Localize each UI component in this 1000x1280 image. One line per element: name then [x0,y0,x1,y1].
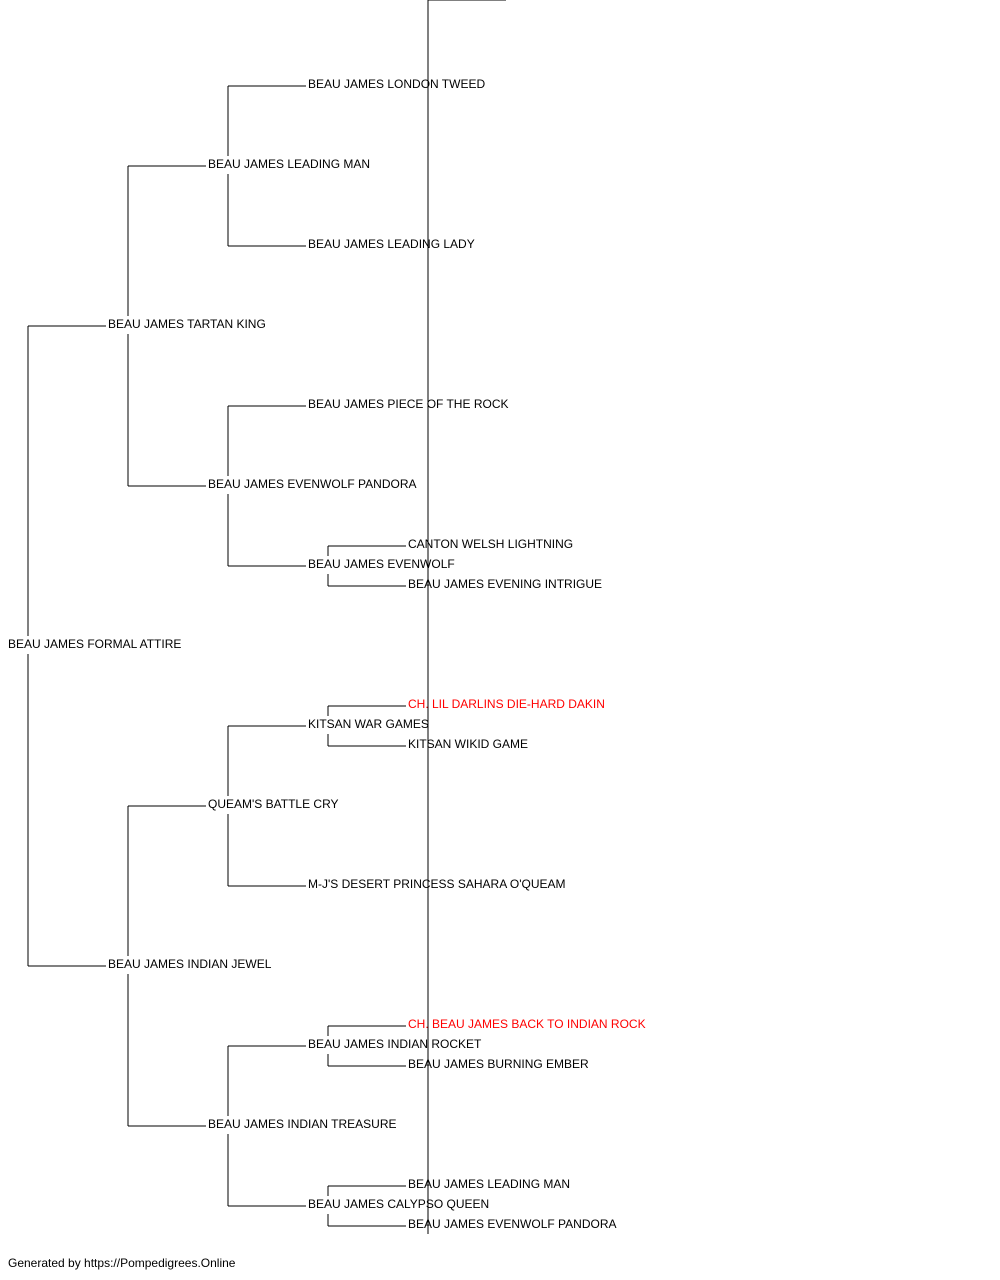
dog-name: BEAU JAMES TARTAN PIXIE [508,0,667,3]
dog-name: BEAU JAMES LEADING LADY [308,237,475,251]
dog-name: QUEAM'S BATTLE CRY [208,797,339,811]
dog-name: BEAU JAMES INDIAN JEWEL [108,957,272,971]
dog-name: VELVETOUCH GEM OF LIL DARLIN [508,0,706,3]
dog-name: CH. LIL DARLINS DIE-HARD DAKIN [408,697,605,711]
dog-name: VELVETOUCH SPARKLIN BLACK GEM [508,0,723,3]
dog-name: CANTON WELSH LIGHTNING [408,537,573,551]
dog-name: BEAU JAMES LONDON TWEED [308,77,485,91]
dog-name: BEAU JAMES PIECE OF THE ROCK [508,0,708,3]
dog-name: BEAU JAMES LEADING LADY [508,0,675,3]
dog-name: BEAU JAMES WINTER LIGHTS [508,0,681,3]
dog-name: BEAU JAMES CALYPSO QUEEN [308,1197,489,1211]
dog-name: POMRYT'S CRACKER CRUMB-PET [508,0,707,3]
dog-name: BEAU JAMES LEADING MAN [408,1177,570,1191]
dog-name: CH. KITSAN WARRIOR KON [508,0,666,3]
dog-name: BEAU JAMES EVENWOLF PANDORA [208,477,416,491]
dog-name: BEAU JAMES PIECE OF THE ROCK [308,397,508,411]
dog-name: BEAU JAMES TARTAN KING [108,317,266,331]
dog-name: BEAU JAMES LONDON TWEED [508,0,685,3]
dog-name: BEAU JAMES INDIAN ROCKET [308,1037,482,1051]
dog-name: BEAU JAMES EVENING INTRIGUE [408,577,602,591]
dog-name: KITSAN WIKID GAME [408,737,528,751]
dog-name: DELPOM'S FROSTY GLACIER [508,0,677,3]
dog-name: TOOKEYES WELSH GOLD [508,0,657,3]
dog-name: BEAU JAMES EVENWOLF PANDORA [408,1217,616,1231]
dog-name: CH. BEAU JAMES DREAMTIME INDIAN ROCK [508,0,765,3]
dog-name: BEAU JAMES EVENWOLF [508,0,655,3]
dog-name: ELAN'S INTRIGUE [508,0,610,3]
dog-name: BEAU JAMES INDIAN TREASURE [208,1117,396,1131]
dog-name: BEAU JAMES LEADING MAN [208,157,370,171]
dog-name: M-J'S DESERT PRINCESS SAHARA O'QUEAM [308,877,566,891]
dog-name: BEAU JAMES BURNING EMBER [408,1057,589,1071]
dog-name: CH. BEAU JAMES BACK TO INDIAN ROCK [408,1017,646,1031]
dog-name: BEAU JAMES EVENWOLF [308,557,455,571]
dog-name: KITSAN WAR GAMES [308,717,429,731]
footer-credit: Generated by https://Pompedigrees.Online [8,1256,236,1270]
dog-name: BEAU JAMES FORMAL ATTIRE [8,637,181,651]
dog-name: BEAU JAMES DREAMTIME TAILOR MADE [508,0,743,3]
